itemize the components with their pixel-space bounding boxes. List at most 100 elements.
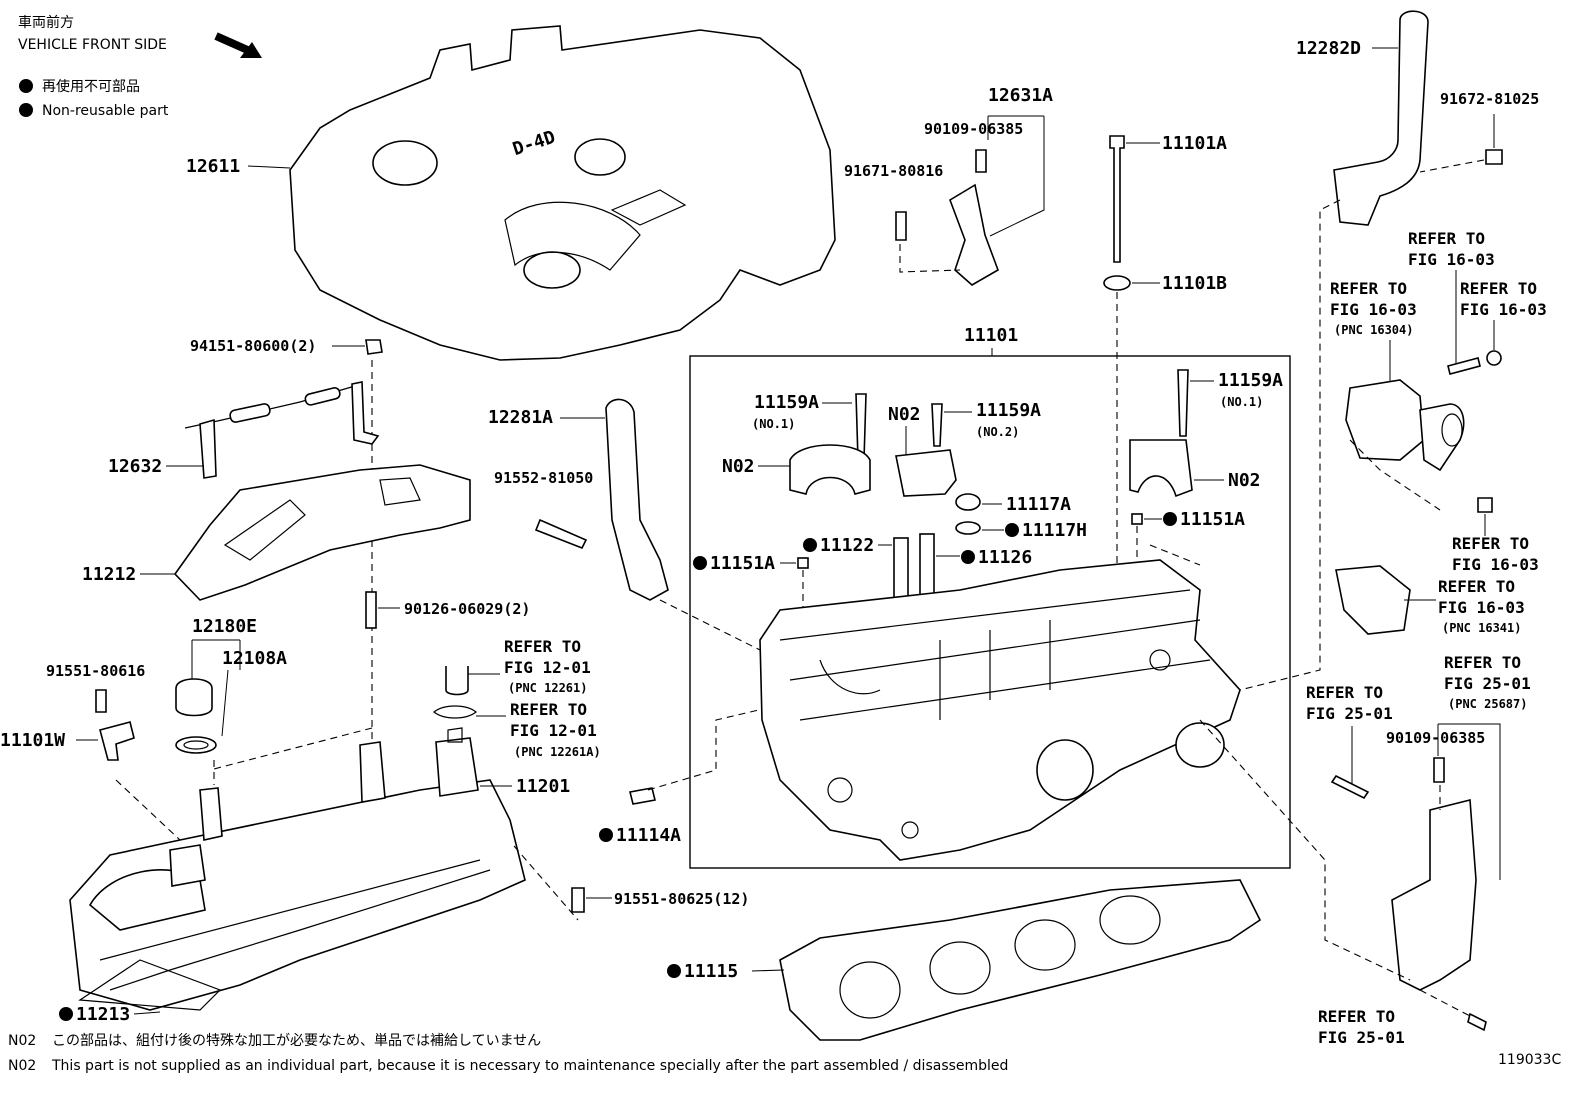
figure-code: 119033C [1498,1052,1561,1068]
wire-bracket [949,183,999,286]
part-11114A: 11114A [616,825,681,846]
engine-hanger [605,398,669,601]
part-90109-b: 90109-06385 [1386,729,1485,747]
cylinder-head-assembly-box [689,355,1291,869]
part-90109-a: 90109-06385 [924,120,1023,138]
non-reusable-dot-icon [693,556,707,570]
leader-line [1437,723,1501,880]
cylinder-head [759,559,1241,861]
cap-gasket [175,736,217,754]
bolt-icon [95,689,107,713]
refer-2-b: FIG 12-01 [510,721,597,740]
part-91551-80625: 91551-80625(12) [614,890,749,908]
note-n02-b: N02 [888,404,921,425]
water-outlet [1345,379,1465,472]
leader-line [247,165,291,169]
cap-bolt [1177,369,1189,437]
part-12282D: 12282D [1296,38,1361,59]
part-11101W: 11101W [0,730,65,751]
non-reusable-dot-icon [19,103,33,117]
refer-3-b: FIG 16-03 [1408,250,1495,269]
engine-cover [289,25,836,361]
cylinder-head-cover [69,727,526,1011]
refer-7-a: REFER TO [1438,577,1515,596]
leader-line [987,115,1044,140]
dashed-guide [513,845,579,921]
dashed-guide [899,244,961,273]
cap-bolt [931,403,943,447]
part-11159A-3-note: (NO.1) [1220,395,1263,409]
bolt-icon [1467,1012,1487,1032]
part-11115: 11115 [684,961,738,982]
part-91672: 91672-81025 [1440,90,1539,108]
valve-guide [893,537,909,601]
non-reusable-dot-icon [667,964,681,978]
front-arrow-icon [214,32,254,56]
part-11159A-1: 11159A [754,392,819,413]
refer-4-a: REFER TO [1330,279,1407,298]
part-12281A: 12281A [488,407,553,428]
refer-7-c: (PNC 16341) [1442,621,1521,635]
refer-10-b: FIG 25-01 [1318,1028,1405,1047]
bolt-icon [975,149,987,173]
refer-8-c: (PNC 25687) [1448,697,1527,711]
bearing-cap-no2 [895,449,957,497]
part-12632: 12632 [108,456,162,477]
bolt-icon [1485,149,1503,165]
note-1-text: この部品は、組付け後の特殊な加工が必要なため、単品では補給していません [52,1033,541,1049]
part-11151A-left: 11151A [710,553,775,574]
part-11126: 11126 [978,547,1032,568]
refer-2-c: (PNC 12261A) [514,745,601,759]
o-ring-icon [955,521,981,535]
cap-gasket-inner [183,740,209,750]
nut-icon [365,339,383,355]
part-12180E: 12180E [192,616,257,637]
part-11101A: 11101A [1162,133,1227,154]
dashed-guide [1349,439,1441,511]
stud-icon [1330,774,1370,800]
engine-hanger-rear [1333,10,1429,226]
seal-cap-icon [955,493,981,511]
refer-7-b: FIG 16-03 [1438,598,1525,617]
seal-icon [1131,513,1143,525]
front-side-label-en: VEHICLE FRONT SIDE [18,37,167,53]
note-1-code: N02 [8,1033,36,1049]
note-2-code: N02 [8,1058,36,1074]
stud-icon [1447,357,1481,375]
refer-6-a: REFER TO [1452,534,1529,553]
water-outlet-gasket [1335,565,1411,635]
nut-icon [1486,350,1502,366]
legend-label-jp: 再使用不可部品 [42,78,140,95]
refer-1-c: (PNC 12261) [508,681,587,695]
refer-8-b: FIG 25-01 [1444,674,1531,693]
wire-harness-bracket [1391,798,1477,991]
front-side-label-jp: 車両前方 [18,14,74,31]
part-11117A: 11117A [1006,494,1071,515]
part-11151A-right: 11151A [1180,509,1245,530]
valve-guide [919,533,935,597]
part-11101: 11101 [964,325,1018,346]
legend-label-en: Non-reusable part [42,103,169,119]
bolt-icon [1433,757,1445,783]
part-11201: 11201 [516,776,570,797]
bolt-washer [1103,275,1131,291]
part-11159A-2: 11159A [976,400,1041,421]
part-11122: 11122 [820,535,874,556]
part-11213: 11213 [76,1004,130,1025]
refer-6-b: FIG 16-03 [1452,555,1539,574]
non-reusable-dot-icon [19,79,33,93]
refer-9-b: FIG 25-01 [1306,704,1393,723]
part-91552: 91552-81050 [494,469,593,487]
part-94151: 94151-80600(2) [190,337,316,355]
part-11159A-1-note: (NO.1) [752,417,795,431]
breather-plug [99,721,135,761]
bearing-cap-no1-b [1129,439,1193,498]
bolt-icon [534,518,588,550]
refer-4-b: FIG 16-03 [1330,300,1417,319]
refer-3-a: REFER TO [1408,229,1485,248]
part-91671: 91671-80816 [844,162,943,180]
stud-icon [365,591,377,629]
non-reusable-dot-icon [599,828,613,842]
refer-5-b: FIG 16-03 [1460,300,1547,319]
